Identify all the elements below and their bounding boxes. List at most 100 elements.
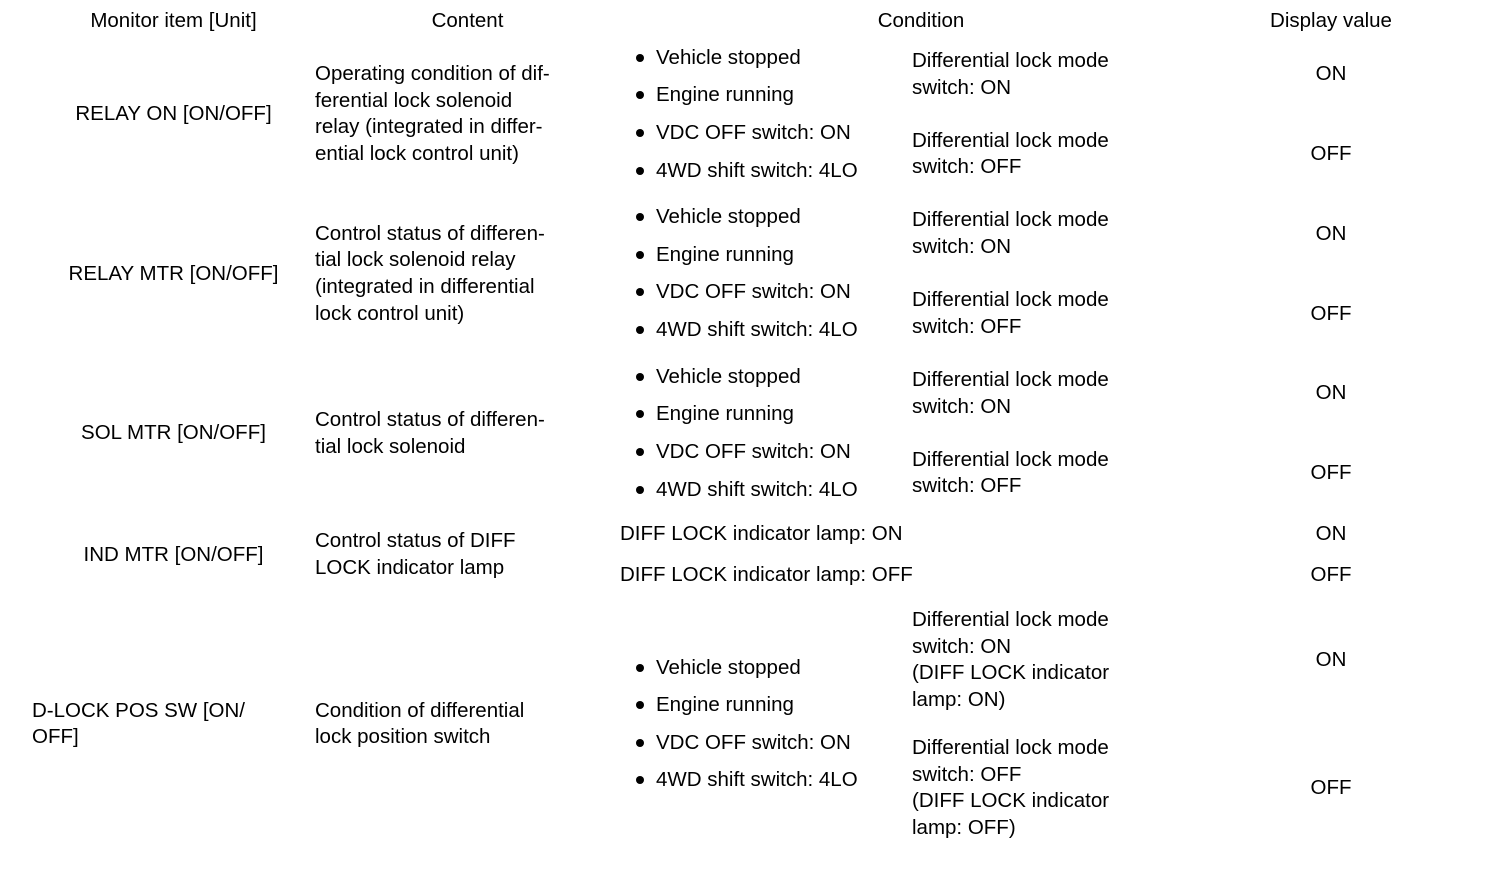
header-condition: Condition (877, 9, 965, 32)
content-line: Operating condition of dif- (315, 62, 550, 86)
condition-item: Engine running (634, 242, 902, 269)
condition-item: VDC OFF switch: ON (634, 279, 902, 306)
row-content: Control status of differen- tial lock so… (315, 354, 620, 514)
row-specific-condition: Differential lock mode switch: ON (DIFF … (912, 596, 1222, 724)
table-row: Differential lock mode switch: OFF (DIFF… (32, 724, 1440, 852)
table-row: D-LOCK POS SW [ON/ OFF] Condition of dif… (32, 596, 1440, 791)
row-monitor-item: RELAY MTR [ON/OFF] (68, 261, 279, 285)
row-specific-condition: Differential lock mode switch: OFF (912, 114, 1222, 194)
row-monitor-item: SOL MTR [ON/OFF] (81, 421, 266, 445)
condition-line: Differential lock mode (912, 128, 1109, 152)
condition-item: 4WD shift switch: 4LO (634, 767, 902, 794)
condition-line: switch: ON (912, 394, 1012, 418)
condition-text: Vehicle stopped (656, 655, 801, 679)
condition-text: 4WD shift switch: 4LO (656, 318, 858, 342)
header-row: Monitor item [Unit] Content Condition Di… (32, 8, 1440, 35)
condition-item: Engine running (634, 692, 902, 719)
row-specific-condition: Differential lock mode switch: OFF (912, 274, 1222, 354)
row-display-value: ON (1315, 648, 1347, 671)
condition-item: VDC OFF switch: ON (634, 439, 902, 466)
condition-text: Vehicle stopped (656, 364, 801, 388)
bullet-icon (636, 288, 644, 297)
header-content: Content (431, 9, 504, 32)
condition-item: Vehicle stopped (634, 655, 902, 682)
bullet-icon (636, 128, 644, 137)
condition-text: VDC OFF switch: ON (656, 730, 851, 754)
condition-line: (DIFF LOCK indicator (912, 661, 1110, 685)
condition-item: Vehicle stopped (634, 364, 902, 391)
bullet-icon (636, 410, 644, 419)
condition-line: Differential lock mode (912, 208, 1109, 232)
condition-text: Engine running (656, 83, 794, 107)
bullet-icon (636, 776, 644, 785)
content-line: (integrated in differential (315, 274, 535, 298)
common-condition-list: Vehicle stopped Engine running VDC OFF s… (630, 202, 902, 346)
table-row: RELAY MTR [ON/OFF] Control status of dif… (32, 194, 1440, 341)
bullet-icon (636, 663, 644, 672)
bullet-icon (636, 326, 644, 335)
row-specific-condition: Differential lock mode switch: ON (912, 354, 1222, 434)
condition-line: Differential lock mode (912, 368, 1109, 392)
table-row: Differential lock mode switch: OFF OFF (32, 434, 1440, 514)
condition-text: Vehicle stopped (656, 205, 801, 229)
row-display-value: ON (1315, 381, 1347, 405)
row-common-conditions: Vehicle stopped Engine running VDC OFF s… (620, 35, 912, 195)
common-condition-list: Vehicle stopped Engine running VDC OFF s… (630, 362, 902, 506)
row-specific-condition: Differential lock mode switch: ON (912, 35, 1222, 115)
row-specific-condition: Differential lock mode switch: OFF (DIFF… (912, 724, 1222, 852)
row-content: Condition of differential lock position … (315, 596, 620, 852)
row-display-value: OFF (1310, 141, 1352, 165)
condition-line: switch: ON (912, 634, 1012, 658)
row-display-value: ON (1315, 521, 1347, 545)
content-line: tial lock solenoid (315, 434, 466, 458)
condition-line: switch: ON (912, 235, 1012, 259)
row-common-conditions: Vehicle stopped Engine running VDC OFF s… (620, 596, 912, 852)
row-monitor-item: IND MTR [ON/OFF] (83, 542, 264, 566)
condition-line: switch: OFF (912, 762, 1022, 786)
table-row: Differential lock mode switch: OFF OFF (32, 114, 1440, 194)
condition-text: 4WD shift switch: 4LO (656, 158, 858, 182)
content-line: ential lock control unit) (315, 142, 519, 166)
row-content: Control status of differen- tial lock so… (315, 194, 620, 354)
condition-item: Engine running (634, 82, 902, 109)
condition-item: 4WD shift switch: 4LO (634, 477, 902, 504)
condition-item: 4WD shift switch: 4LO (634, 317, 902, 344)
bullet-icon (636, 738, 644, 747)
content-line: Control status of differen- (315, 407, 545, 431)
content-line: ferential lock solenoid (315, 88, 513, 112)
condition-item: Vehicle stopped (634, 204, 902, 231)
header-monitor-item: Monitor item [Unit] (90, 9, 257, 32)
condition-line: switch: ON (912, 75, 1012, 99)
content-line: relay (integrated in differ- (315, 115, 543, 139)
condition-line: Differential lock mode (912, 288, 1109, 312)
condition-text: Engine running (656, 693, 794, 717)
condition-line: (DIFF LOCK indicator (912, 789, 1110, 813)
condition-text: Engine running (656, 242, 794, 266)
table-header: Monitor item [Unit] Content Condition Di… (32, 8, 1440, 35)
row-display-value: OFF (1310, 301, 1352, 325)
table-row: Differential lock mode switch: OFF OFF (32, 274, 1440, 354)
table-row: DIFF LOCK indicator lamp: OFF OFF (32, 554, 1440, 596)
bullet-icon (636, 213, 644, 222)
condition-item: Engine running (634, 401, 902, 428)
condition-text: VDC OFF switch: ON (656, 440, 851, 464)
header-display-value: Display value (1270, 9, 1392, 32)
condition-text: 4WD shift switch: 4LO (656, 768, 858, 792)
condition-text: Engine running (656, 402, 794, 426)
table-row: RELAY ON [ON/OFF] Operating condition of… (32, 35, 1440, 182)
table-row: SOL MTR [ON/OFF] Control status of diffe… (32, 354, 1440, 501)
bullet-icon (636, 91, 644, 100)
condition-line: lamp: OFF) (912, 815, 1016, 839)
row-monitor-item: RELAY ON [ON/OFF] (75, 102, 272, 126)
condition-line: lamp: ON) (912, 687, 1006, 711)
content-line: Control status of differen- (315, 221, 545, 245)
bullet-icon (636, 250, 644, 259)
row-specific-condition: DIFF LOCK indicator lamp: ON (620, 521, 903, 545)
condition-text: VDC OFF switch: ON (656, 280, 851, 304)
row-display-value: OFF (1310, 776, 1352, 799)
condition-item: 4WD shift switch: 4LO (634, 158, 902, 185)
condition-line: switch: OFF (912, 155, 1022, 179)
table-row: IND MTR [ON/OFF] Control status of DIFF … (32, 513, 1440, 579)
condition-item: VDC OFF switch: ON (634, 120, 902, 147)
